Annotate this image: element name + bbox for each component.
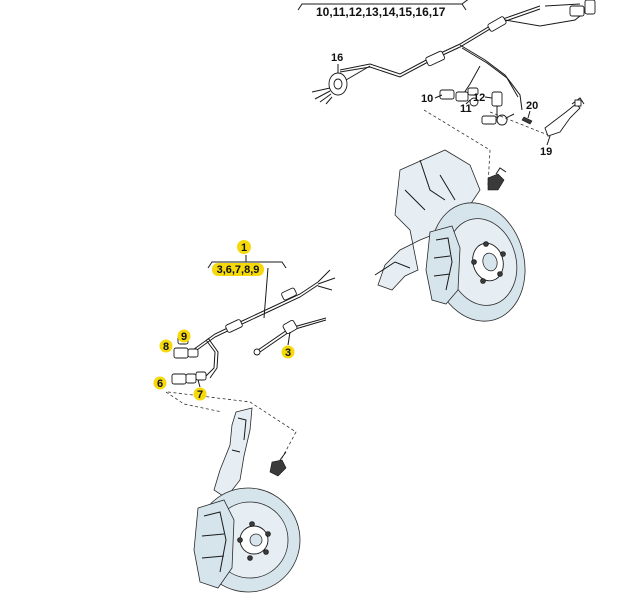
callout-16: 16 [331,52,343,64]
front-wiring-harness [165,255,336,459]
callout-9-marker [177,329,191,343]
callout-1-marker [237,240,251,254]
callout-3: 3 [285,347,291,359]
callout-8-marker [159,339,173,353]
callout-1: 1 [241,242,247,254]
callout-6-marker [153,376,167,390]
callout-7-marker [193,387,207,401]
rear-brake-assembly [374,149,526,322]
callout-group-mid-marker [212,263,264,276]
callout-20: 20 [526,100,538,112]
rear-wiring-harness [297,0,596,186]
callout-11: 11 [460,103,472,115]
front-brake-assembly [193,407,301,593]
callout-12: 12 [473,92,485,104]
callout-7: 7 [197,389,203,401]
callout-19: 19 [540,146,552,158]
callout-8: 8 [163,341,169,353]
callout-group-10-17: 10,11,12,13,14,15,16,17 [316,5,446,19]
callout-3-marker [281,345,295,359]
callout-10: 10 [421,93,433,105]
callout-6: 6 [157,378,163,390]
callout-9: 9 [181,331,187,343]
callout-group-3-9: 3,6,7,8,9 [217,264,260,276]
